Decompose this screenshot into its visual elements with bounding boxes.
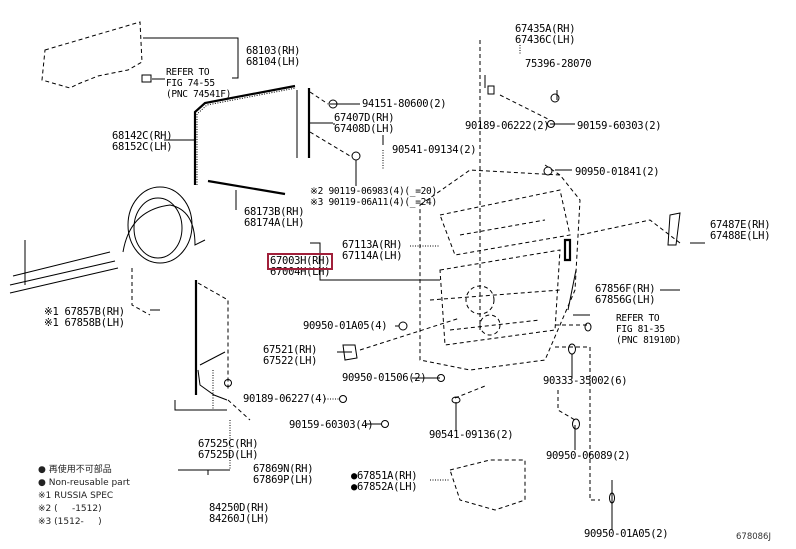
fastener-glyphs — [224, 85, 681, 504]
part-label-67525c: 67525C(RH)67525D(LH) — [198, 438, 259, 461]
part-label-68103: 68103(RH)68104(LH) — [246, 45, 301, 68]
part-label-90950-01a05-2: 90950-01A05(2) — [584, 528, 669, 540]
glass-run-channel — [164, 84, 297, 210]
part-label-67856f: 67856F(RH)67856G(LH) — [595, 283, 656, 306]
part-label-90119: ※2 90119-06983(4)(_=20)※3 90119-06A11(4)… — [310, 186, 437, 208]
leader-lines — [150, 45, 705, 530]
rear-door-panel — [419, 40, 581, 371]
division-bar — [296, 88, 361, 186]
part-label-90950-01506: 90950-01506(2) — [342, 372, 427, 384]
highlighted-part-67003h[interactable]: 67003H(RH) — [266, 253, 334, 270]
legend-item: ※2 ( -1512) — [38, 504, 102, 514]
part-label-67857b: ※1 67857B(RH)※1 67858B(LH) — [44, 306, 125, 329]
lower-weatherstrip — [174, 280, 251, 475]
part-label-94151: 94151-80600(2) — [362, 98, 447, 110]
legend: ● 再使用不可部品 ● Non-reusable part ※1 RUSSIA … — [38, 464, 130, 529]
part-label-75396: 75396-28070 — [525, 58, 592, 70]
rear-window-glass-outline — [41, 21, 239, 89]
part-label-90541-09134: 90541-09134(2) — [392, 144, 477, 156]
legend-item: ● Non-reusable part — [38, 478, 130, 488]
figure-code: 678086J — [736, 532, 771, 542]
part-label-90189-06227: 90189-06227(4) — [243, 393, 328, 405]
part-label-90950-01a05-4: 90950-01A05(4) — [303, 320, 388, 332]
legend-item: ※1 RUSSIA SPEC — [38, 491, 114, 501]
part-label-67521: 67521(RH)67522(LH) — [263, 344, 318, 367]
part-label-67407d: 67407D(RH)67408D(LH) — [334, 112, 395, 135]
legend-item: ● 再使用不可部品 — [38, 465, 112, 475]
part-label-67851a: ●67851A(RH)●67852A(LH) — [351, 470, 418, 493]
part-label-90950-01841: 90950-01841(2) — [575, 166, 660, 178]
part-label-68142c: 68142C(RH)68152C(LH) — [112, 130, 173, 153]
part-label-68173b: 68173B(RH)68174A(LH) — [244, 206, 305, 229]
part-label-90159-60303-2: 90159-60303(2) — [577, 120, 662, 132]
part-label-67869n: 67869N(RH)67869P(LH) — [253, 463, 314, 486]
part-label-67487e: 67487E(RH)67488E(LH) — [710, 219, 771, 242]
legend-item: ※3 (1512- ) — [38, 517, 102, 527]
part-label-90159-60303-4: 90159-60303(4) — [289, 419, 374, 431]
part-label-90950-06089: 90950-06089(2) — [546, 450, 631, 462]
part-label-67113a: 67113A(RH)67114A(LH) — [342, 239, 403, 262]
part-label-90541-09136: 90541-09136(2) — [429, 429, 514, 441]
part-label-67435a: 67435A(RH)67436C(LH) — [515, 23, 576, 46]
part-label-84250d: 84250D(RH)84260J(LH) — [209, 502, 270, 525]
part-label-90189-06222: 90189-06222(2) — [465, 120, 550, 132]
part-label-90333: 90333-35002(6) — [543, 375, 628, 387]
part-label-67003h[interactable]: 67003H(RH)67004H(LH) — [266, 253, 334, 278]
vehicle-body-outline — [9, 186, 206, 316]
